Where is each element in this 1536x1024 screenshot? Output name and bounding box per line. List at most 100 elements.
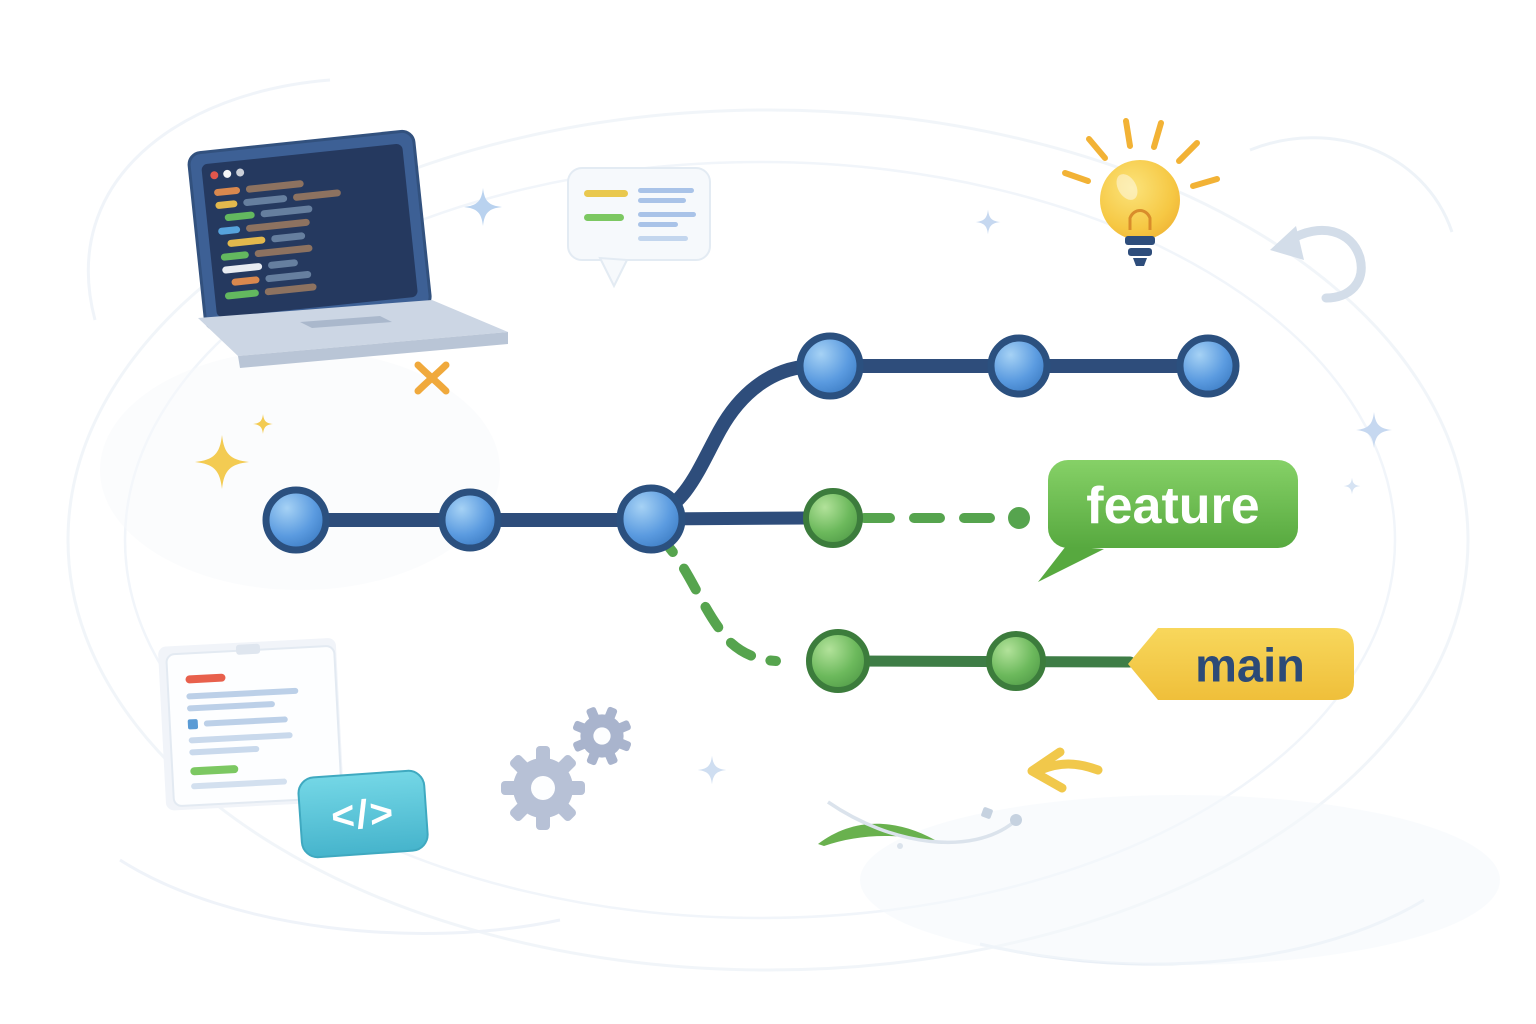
code-tag-badge: </> (297, 769, 429, 859)
sparkle-icon (975, 209, 1001, 235)
arrow-head (1270, 226, 1304, 260)
speech-bubble-tail (598, 256, 629, 289)
ray (1062, 170, 1091, 184)
arrow-head (1027, 747, 1067, 793)
feature-bubble-tail (1038, 546, 1104, 582)
swirl-blob (860, 795, 1500, 965)
bubble-line-yellow (584, 190, 628, 197)
code-line (214, 186, 241, 196)
sparkles (195, 188, 1392, 785)
code-line (293, 189, 341, 201)
laptop-keyboard (198, 300, 508, 356)
lightbulb-base (1128, 248, 1152, 256)
laptop-illustration (187, 129, 508, 368)
speech-bubble-illustration (567, 167, 711, 289)
code-line (231, 276, 260, 286)
code-tag-text: </> (330, 791, 397, 839)
main-tag-body (1128, 628, 1354, 700)
ray (1176, 140, 1200, 164)
swirl (123, 160, 1397, 920)
cross-sparkle-icon (414, 361, 450, 395)
gear-icon-small (572, 706, 632, 766)
swirl (66, 108, 1470, 972)
top-branch-line (644, 359, 1215, 523)
code-line (260, 205, 313, 218)
commit-node-green (806, 629, 870, 693)
code-line (222, 263, 263, 274)
bubble-line-blue (638, 236, 688, 241)
swirl (86, 78, 331, 321)
commit-node-blue (262, 486, 330, 554)
main-label-tag: main (1128, 628, 1354, 700)
lightbulb-highlight (1116, 174, 1138, 200)
doc-line-red (185, 673, 226, 684)
window-dot-red (210, 171, 219, 180)
commit-node-blue (796, 332, 864, 400)
code-line (220, 251, 249, 261)
laptop-base-edge (238, 332, 508, 368)
main-branch-line (832, 655, 1136, 668)
doc-line (186, 687, 299, 700)
code-lines (214, 180, 341, 300)
sparkle-icon (697, 755, 727, 785)
code-line (215, 200, 238, 209)
lightbulb-tip (1133, 258, 1147, 266)
orbit-line (827, 800, 1016, 845)
window-dot-light (236, 168, 245, 177)
document-tab (235, 643, 261, 655)
arrow-shaft (1285, 225, 1366, 303)
code-line (246, 218, 310, 232)
code-line (271, 232, 306, 243)
green-swoosh (818, 823, 942, 846)
yellow-arrow-icon (1027, 747, 1103, 793)
gear-icon-large (501, 746, 585, 830)
code-line (243, 195, 288, 206)
commit-node-blue (987, 334, 1051, 398)
commit-node-blue (1176, 334, 1240, 398)
sparkle-icon (464, 188, 502, 226)
lightbulb-filament (1128, 209, 1152, 230)
laptop-screen (187, 129, 432, 332)
cross-stroke (414, 361, 450, 395)
curved-arrow-icon (1270, 225, 1366, 303)
background-swirls (66, 78, 1500, 972)
orbit-dot (897, 843, 903, 849)
code-line (245, 180, 304, 193)
code-line (265, 270, 312, 283)
main-branch-dashed-line (652, 529, 781, 666)
doc-line (191, 778, 287, 790)
feature-branch-tip-dot (1008, 507, 1030, 529)
lightbulb-base (1125, 236, 1155, 245)
doc-line-green (190, 765, 239, 776)
laptop-touchpad (300, 316, 392, 328)
doc-line (203, 716, 288, 727)
feature-label-text: feature (1086, 477, 1259, 535)
doc-line (188, 732, 293, 744)
code-line (254, 244, 313, 258)
commit-node-green (803, 488, 863, 548)
swirl-blob (100, 350, 500, 590)
arrow-shaft (1035, 759, 1103, 775)
bubble-line-blue (638, 212, 696, 217)
code-line (227, 236, 266, 247)
code-line (224, 211, 255, 221)
ray (1123, 118, 1133, 149)
main-label-text: main (1195, 639, 1305, 692)
ray (1190, 176, 1220, 189)
gear-hole (531, 776, 555, 800)
doc-line (187, 701, 275, 712)
orbit-dot (1010, 814, 1022, 826)
code-line (218, 226, 241, 235)
bubble-line-blue (638, 198, 686, 203)
code-line (224, 289, 259, 300)
ray (1151, 120, 1164, 150)
code-tag-body (297, 769, 429, 859)
commit-node-green (986, 631, 1046, 691)
swirl (1249, 136, 1454, 233)
code-line (264, 283, 317, 296)
sparkle-icon (1343, 477, 1361, 495)
git-branch-graph: feature main (262, 332, 1354, 700)
doc-bullet (187, 719, 199, 730)
ray (1086, 136, 1108, 161)
